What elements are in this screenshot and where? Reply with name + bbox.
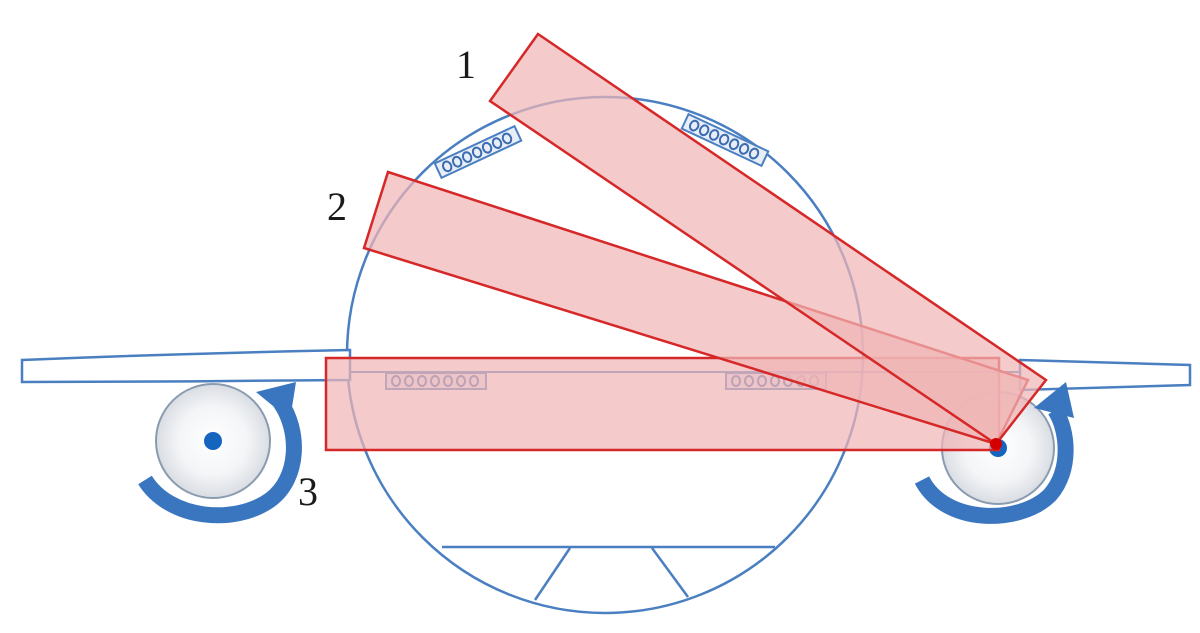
- label-position-1: 1: [456, 42, 476, 87]
- rotate-cw-arrow-icon: [914, 382, 1074, 524]
- base-stand: [442, 545, 775, 601]
- pivot-point: [990, 438, 1002, 450]
- coil-segment-top-right: [680, 112, 770, 168]
- rotate-ccw-arrow-icon: [138, 382, 302, 524]
- coil-segment-top-left: [433, 124, 523, 180]
- left-wheel: [155, 383, 271, 499]
- left-wheel-hub: [204, 432, 222, 450]
- label-position-2: 2: [327, 184, 347, 229]
- label-position-3: 3: [298, 469, 318, 514]
